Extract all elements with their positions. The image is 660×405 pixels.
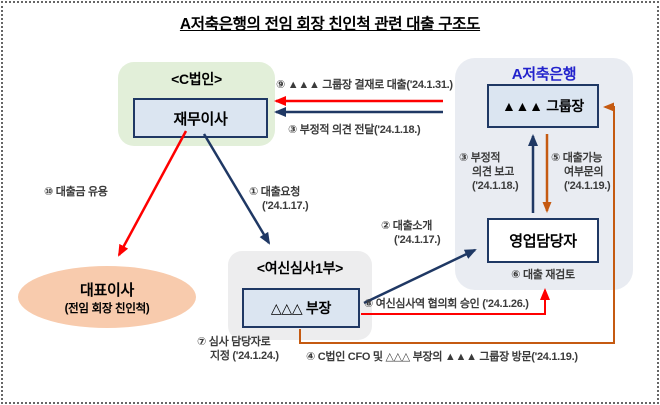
label-step-3-report: ③ 부정적 의견 보고 ('24.1.18.) — [459, 152, 519, 192]
ceo-note: (전임 회장 친인척) — [64, 302, 150, 315]
label-step-6: ⑥ 대출 재검토 — [511, 269, 575, 281]
label-step-4: ④ C법인 CFO 및 △△△ 부장의 ▲▲▲ 그룹장 방문('24.1.19.… — [306, 351, 578, 363]
group-c-corp-label: <C법인> — [171, 71, 222, 87]
node-ceo: 대표이사 (전임 회장 친인척) — [18, 266, 196, 328]
label-step-7: ⑦ 심사 담당자로 지정 ('24.1.24.) — [197, 336, 279, 362]
label-step-5: ⑤ 대출가능 여부문의 ('24.1.19.) — [551, 152, 611, 192]
group-credit-dept-label: <여신심사1부> — [256, 260, 344, 276]
node-sales-rep: 영업담당자 — [487, 218, 599, 263]
label-step-1: ① 대출요청 ('24.1.17.) — [249, 186, 309, 212]
page-title: A저축은행의 전임 회장 친인척 관련 대출 구조도 — [179, 16, 481, 33]
label-step-8: ⑧ 여신심사역 협의회 승인 ('24.1.26.) — [364, 298, 529, 310]
label-step-9: ⑨ ▲▲▲ 그룹장 결재로 대출('24.1.31.) — [276, 79, 453, 91]
label-step-2: ② 대출소개 ('24.1.17.) — [381, 220, 441, 246]
group-bank-label: A저축은행 — [511, 66, 577, 83]
label-step-10: ⑩ 대출금 유용 — [44, 186, 108, 198]
label-step-3-deliver: ③ 부정적 의견 전달('24.1.18.) — [288, 124, 421, 136]
node-group-head: ▲▲▲ 그룹장 — [487, 84, 599, 128]
node-dept-manager: △△△ 부장 — [242, 288, 360, 328]
node-cfo: 재무이사 — [133, 98, 268, 138]
ceo-name: 대표이사 — [79, 281, 134, 299]
